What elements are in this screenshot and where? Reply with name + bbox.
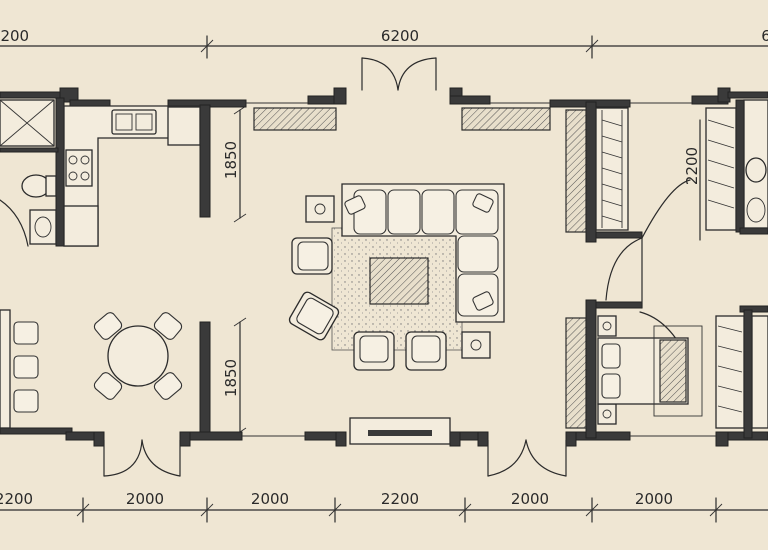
bathroom-sink — [29, 209, 57, 245]
bedroom-door-right — [605, 179, 691, 309]
right-upper-room — [565, 99, 768, 233]
armchair-bottom-left — [353, 331, 395, 371]
nightstand-bottom — [597, 403, 617, 425]
dimension-top-right: 6 — [761, 27, 768, 45]
oven-cabinet — [63, 205, 99, 247]
dimension-bottom-2: 2000 — [126, 490, 164, 508]
vertical-dimension-lower: 1850 — [222, 317, 247, 437]
cooktop — [65, 149, 93, 187]
armchair-bottom-right — [405, 331, 447, 371]
dimension-bottom-3: 2000 — [251, 490, 289, 508]
dimension-vertical-right: 2200 — [683, 147, 701, 185]
bathroom-door-left — [0, 199, 29, 247]
walls — [0, 87, 768, 447]
window-ledge-left — [253, 107, 337, 131]
vertical-dimension-upper: 1850 — [222, 105, 247, 223]
window-ledge-right — [461, 107, 551, 131]
bottom-dimension-line: 2200 2000 2000 2200 2000 2000 — [0, 490, 768, 523]
top-dimension-line: 6200 6200 6 — [0, 27, 768, 59]
tv — [368, 430, 432, 436]
dimension-bottom-6: 2000 — [635, 490, 673, 508]
main-entrance-double-door — [361, 57, 437, 91]
kitchen-counter — [63, 105, 201, 247]
dimension-bottom-4: 2200 — [381, 490, 419, 508]
kitchen-sink — [111, 109, 157, 135]
wardrobe-right — [705, 107, 737, 231]
dimension-vertical-upper: 1850 — [222, 141, 240, 179]
living-room — [288, 183, 505, 445]
right-bedroom — [565, 315, 768, 429]
bottom-right-door — [487, 439, 567, 477]
vertical-dimension-right: 2200 — [683, 119, 701, 241]
dimension-top-center: 6200 — [381, 27, 419, 45]
wardrobe-upper-outer — [565, 109, 587, 233]
dimension-bottom-5: 2000 — [511, 490, 549, 508]
dimension-bottom-1: 2200 — [0, 490, 33, 508]
wardrobe-upper — [595, 107, 629, 231]
toilet-right — [745, 157, 767, 183]
dimension-vertical-lower: 1850 — [222, 359, 240, 397]
armchair-left-bottom — [288, 291, 340, 341]
armchair-left-top — [291, 237, 333, 275]
coffee-table — [369, 257, 429, 305]
sideboard — [0, 309, 11, 429]
dining-area — [0, 309, 183, 429]
side-table-top — [305, 195, 335, 223]
left-bathroom — [0, 99, 57, 245]
refrigerator — [167, 106, 201, 146]
side-table-bottom — [461, 331, 491, 359]
bottom-left-door — [103, 439, 181, 477]
bedroom-wall-panel — [565, 317, 587, 429]
round-dining-table — [107, 325, 169, 387]
dimension-top-left: 6200 — [0, 27, 29, 45]
nightstand-top — [597, 315, 617, 337]
